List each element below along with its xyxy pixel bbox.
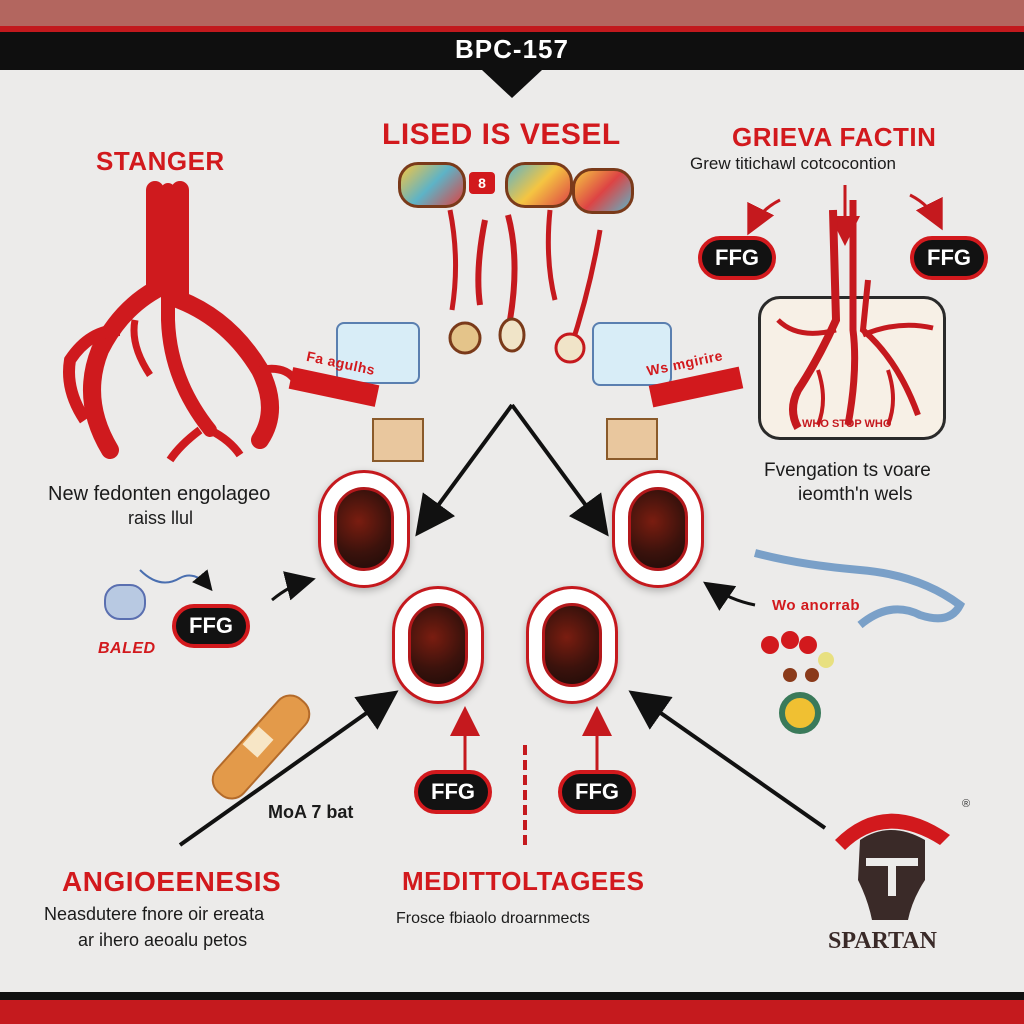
angio-line-1: Neasdutere fnore oir ereata [44, 904, 265, 924]
ffg-badge-bottom-right: FFG [558, 770, 636, 814]
cell-nucleus [628, 487, 688, 571]
grieva-subtitle: Grew titichawl cotcocontion [690, 154, 896, 173]
brand-name: SPARTAN [828, 928, 937, 954]
arrow-to-left-cell [415, 403, 514, 537]
top-band [0, 0, 1024, 26]
cell-nucleus [542, 603, 602, 687]
vessel-tissue-2 [505, 162, 573, 208]
bottom-band [0, 1000, 1024, 1024]
left-mid-small-label: BALED [98, 640, 156, 657]
molecule-cluster [753, 549, 966, 734]
angio-title: ANGIOEENESIS [62, 866, 282, 897]
cell-bottom-right [526, 586, 618, 704]
grieva-caption-1: Fvengation ts voare [764, 460, 931, 481]
stanger-title: STANGER [96, 146, 225, 176]
ffg-badge-top-right: FFG [910, 236, 988, 280]
cell-nucleus [408, 603, 468, 687]
vessel-tissue-1 [398, 162, 466, 208]
tissue-sample-left [372, 418, 424, 462]
left-mid-swirl [139, 569, 213, 592]
ffg-badge-top-left: FFG [698, 236, 776, 280]
title-bar [0, 32, 1024, 70]
registered-mark: ® [962, 798, 971, 810]
arrow-from-angio [178, 690, 399, 847]
page-title: BPC-157 [455, 34, 569, 64]
arrow-to-right-cell [510, 403, 609, 537]
arrow-ffg-to-cell [271, 571, 316, 602]
spartan-helmet-logo [835, 813, 950, 920]
artery-illustration [63, 181, 299, 463]
cell-top-right [612, 470, 704, 588]
grieva-arrows [747, 185, 943, 246]
tissue-vessels [776, 200, 934, 430]
cell-diagram-left [336, 322, 420, 384]
vessel-tissue-3 [572, 168, 634, 214]
top-red-line [0, 26, 1024, 32]
stanger-caption-1: New fedonten engolageo [48, 483, 271, 505]
grieva-title: GRIEVA FACTIN [732, 122, 937, 152]
medi-line-1: Frosce fbiaolo droarnmects [396, 910, 590, 927]
grieva-caption-2: ieomth'n wels [798, 484, 913, 505]
tissue-sample-right [606, 418, 658, 460]
wound-marker: 8 [469, 172, 495, 194]
angio-line-2: ar ihero aeoalu petos [78, 930, 248, 950]
medi-title: MEDITTOLTAGEES [402, 866, 645, 896]
damaged-vessels [447, 209, 603, 364]
cell-bottom-left [392, 586, 484, 704]
lised-vesel-title: LISED IS VESEL [382, 118, 621, 151]
ffg-badge-bottom-left: FFG [414, 770, 492, 814]
right-mid-label: Wo anorrab [772, 597, 861, 614]
cell-nucleus [334, 487, 394, 571]
tissue-panel-text: WHO STOP WHO [802, 418, 892, 430]
cell-top-left [318, 470, 410, 588]
cell-diagram-right [592, 322, 672, 386]
mechanism-label: MoA 7 bat [268, 802, 354, 822]
stanger-caption-2: raiss llul [128, 508, 194, 528]
ffg-badge-left: FFG [172, 604, 250, 648]
molecule-icon [104, 584, 146, 620]
title-bar-notch [482, 70, 542, 98]
arrow-right-to-cell [703, 581, 756, 611]
arrow-from-spartan [628, 690, 827, 830]
bottom-black-line [0, 992, 1024, 1000]
